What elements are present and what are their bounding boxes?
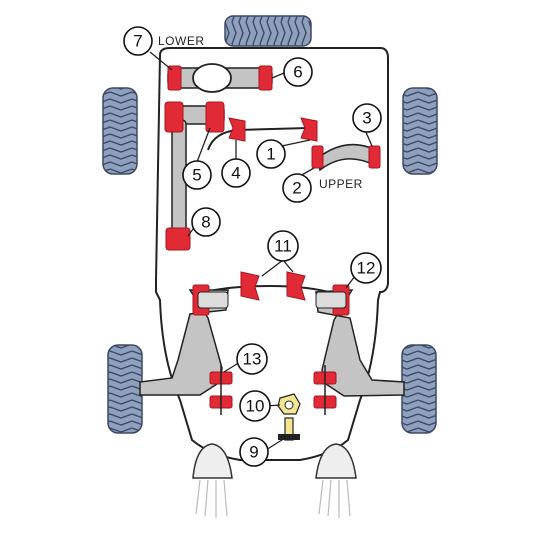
tyre-front-left (102, 87, 138, 175)
callout-3: 3 (352, 103, 382, 133)
bush-3 (368, 145, 381, 169)
tyre-rear-right (401, 344, 437, 434)
bush-5-right (205, 101, 225, 133)
svg-text:9: 9 (249, 443, 258, 462)
callout-9: 9 (239, 437, 269, 467)
bush-1 (300, 117, 318, 142)
callout-12: 12 (350, 252, 382, 284)
tyre-front-right (402, 87, 438, 175)
bush-8 (165, 227, 191, 251)
svg-text:11: 11 (274, 237, 292, 256)
callout-6: 6 (283, 57, 313, 87)
svg-text:7: 7 (133, 32, 142, 51)
lamp-right-beams (318, 479, 351, 518)
svg-text:3: 3 (362, 109, 371, 128)
label-upper: UPPER (319, 177, 363, 191)
bush-2 (311, 145, 324, 169)
svg-text:10: 10 (246, 397, 265, 416)
tyre-rear-left (107, 344, 143, 434)
callout-4: 4 (221, 158, 251, 188)
callout-2: 2 (282, 173, 312, 203)
bush-5-left (164, 101, 184, 133)
pivot-plate-right (315, 291, 347, 309)
callout-5: 5 (182, 160, 212, 190)
rear-left-arm (139, 289, 229, 396)
svg-text:2: 2 (292, 179, 301, 198)
svg-text:8: 8 (201, 213, 210, 232)
rear-right-arm (315, 289, 405, 397)
exhaust-mount-9-top (278, 434, 300, 440)
svg-text:4: 4 (231, 164, 240, 183)
rear-bar (204, 284, 337, 295)
lamp-left-beams (195, 479, 228, 518)
label-lower: LOWER (158, 34, 205, 48)
svg-text:13: 13 (243, 350, 262, 369)
car-body-outline (154, 47, 389, 461)
callout-11: 11 (267, 230, 299, 262)
callout-1: 1 (256, 139, 286, 169)
svg-text:1: 1 (266, 145, 275, 164)
bush-11-left (240, 271, 260, 301)
callout-10: 10 (239, 390, 271, 422)
bush-7 (167, 65, 182, 91)
exhaust-mount-10-hole (284, 400, 294, 410)
pivot-plate-left (197, 291, 229, 309)
lamp-right (315, 443, 357, 479)
callout-13: 13 (236, 343, 268, 375)
tyre-top (224, 15, 312, 47)
svg-text:6: 6 (293, 63, 302, 82)
upper-arm (317, 143, 377, 172)
callout-7: 7 (123, 26, 153, 56)
bush-11-right (286, 271, 306, 301)
svg-text:12: 12 (357, 259, 376, 278)
bush-6 (258, 65, 273, 91)
front-ring (192, 63, 232, 93)
callout-8: 8 (191, 207, 221, 237)
svg-text:5: 5 (192, 166, 201, 185)
lamp-left (192, 443, 233, 479)
bush-4 (228, 117, 246, 142)
